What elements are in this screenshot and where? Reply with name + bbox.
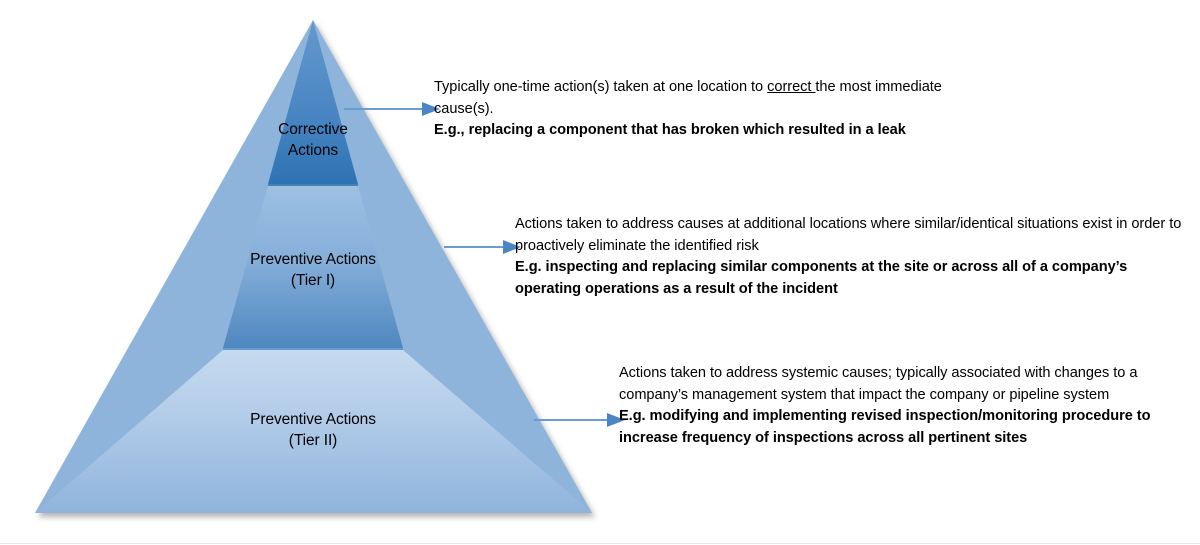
pyramid-tier-preventive-tier-2[interactable] — [35, 350, 592, 513]
callout-corrective-actions: Typically one-time action(s) taken at on… — [434, 77, 994, 142]
tier-label-preventive-tier-2: Preventive Actions (Tier II) — [250, 411, 376, 449]
callout-3-description: Actions taken to address systemic causes… — [619, 365, 1138, 403]
tier-label-corrective-actions: Corrective Actions — [278, 121, 348, 159]
callout-1-emphasis-correct: correct — [767, 79, 816, 95]
pyramid-graphic — [35, 20, 592, 513]
callout-1-text-part-1: Typically one-time action(s) taken at on… — [434, 79, 768, 95]
bottom-divider — [0, 543, 1200, 544]
tier-label-preventive-tier-1: Preventive Actions (Tier I) — [250, 251, 376, 289]
callout-1-text-part-2: the most immediate cause(s). — [434, 79, 942, 117]
pyramid-tier-corrective-actions[interactable] — [268, 20, 358, 184]
callout-preventive-tier-1: Actions taken to address causes at addit… — [515, 214, 1185, 300]
arrow-to-corrective-callout — [344, 102, 440, 116]
callout-2-description: Actions taken to address causes at addit… — [515, 216, 1182, 254]
arrow-to-preventive-tier-2-callout — [534, 413, 625, 427]
callout-1-example: E.g., replacing a component that has bro… — [434, 122, 906, 138]
pyramid-tier-preventive-tier-1[interactable] — [223, 186, 403, 348]
callout-3-example: E.g. modifying and implementing revised … — [619, 408, 1151, 446]
callout-2-example: E.g. inspecting and replacing similar co… — [515, 259, 1128, 297]
arrow-to-preventive-tier-1-callout — [444, 240, 521, 254]
callout-preventive-tier-2: Actions taken to address systemic causes… — [619, 363, 1169, 449]
